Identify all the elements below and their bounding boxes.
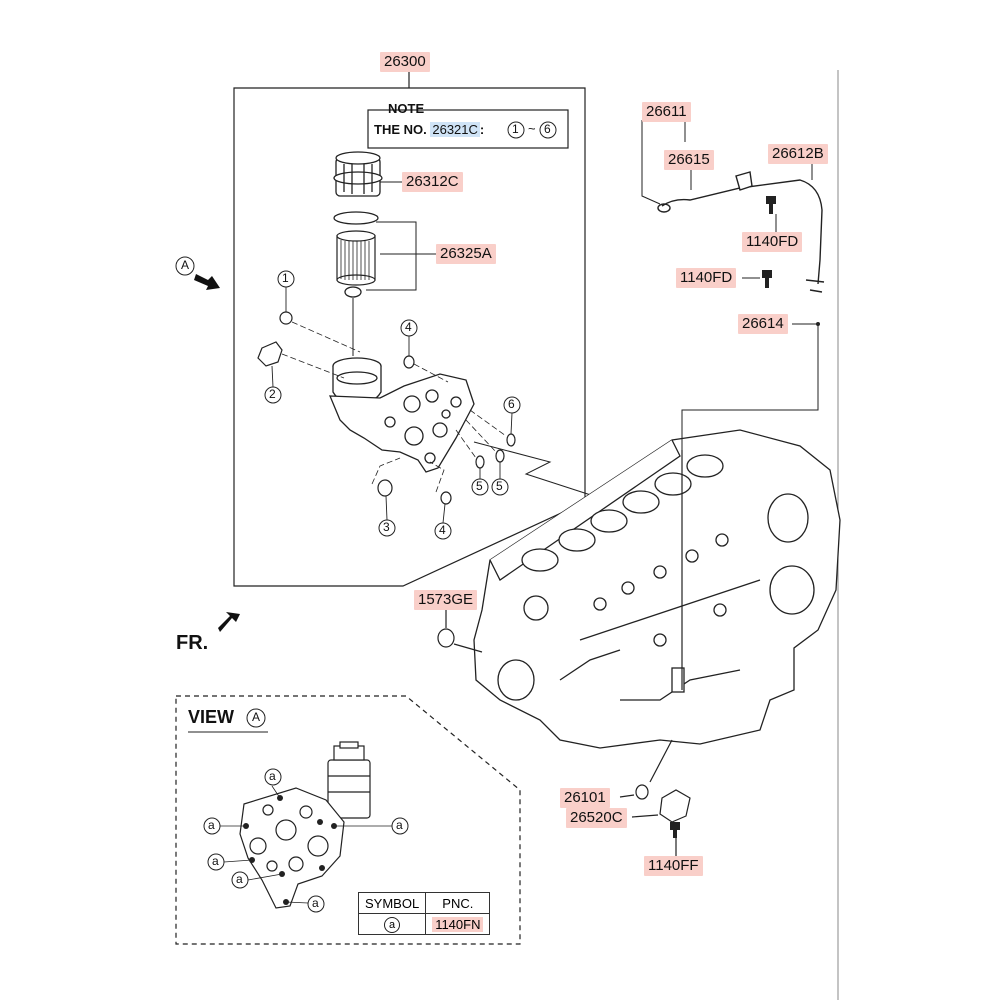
view-ref: A	[252, 710, 261, 724]
view-a-arrow-icon	[194, 274, 220, 290]
label-1140FD-top[interactable]: 1140FD	[742, 232, 803, 252]
note-prefix: THE NO.	[374, 122, 427, 137]
oring-5a-icon	[475, 455, 485, 469]
label-26325A[interactable]: 26325A	[436, 244, 496, 264]
bolt-pan-icon	[670, 822, 680, 838]
label-26611[interactable]: 26611	[642, 102, 691, 122]
plug-icon	[437, 628, 455, 648]
note-range-tilde: ~	[528, 121, 536, 136]
note-box	[367, 109, 569, 149]
note-range-end: 6	[544, 122, 551, 136]
note-text: THE NO. 26321C:	[374, 122, 484, 137]
filter-element-icon	[336, 230, 376, 286]
table-pnc-value[interactable]: 1140FN	[432, 916, 484, 932]
symbol-mark-4: a	[212, 854, 219, 868]
oring-pan-icon	[635, 784, 649, 800]
label-26615[interactable]: 26615	[664, 150, 714, 170]
symbol-mark-6: a	[312, 896, 319, 910]
note-part[interactable]: 26321C	[430, 122, 480, 137]
filter-housing-icon	[329, 357, 475, 473]
arrow-ref-letter: A	[181, 258, 190, 272]
callout-5b: 5	[496, 479, 503, 493]
pan-gasket-icon	[659, 789, 691, 823]
view-module-icon	[239, 741, 371, 909]
view-frame	[175, 695, 521, 945]
front-arrow-icon	[218, 612, 240, 632]
gasket-2-icon	[257, 341, 283, 367]
filter-cap-icon	[333, 151, 383, 197]
label-1140FF[interactable]: 1140FF	[644, 856, 703, 876]
front-label: FR.	[176, 632, 209, 654]
table-header-symbol: SYMBOL	[357, 892, 427, 914]
level-gauge-icon	[661, 179, 823, 285]
symbol-mark-2: a	[208, 818, 215, 832]
callout-2: 2	[269, 387, 276, 401]
callout-6: 6	[508, 397, 515, 411]
callout-4-bottom: 4	[439, 523, 446, 537]
bolt-icons	[762, 196, 820, 326]
symbol-mark-1: a	[269, 769, 276, 783]
oring-3-icon	[377, 479, 393, 497]
symbol-mark-3: a	[396, 818, 403, 832]
arrow-ref-circle	[175, 256, 195, 276]
label-26614[interactable]: 26614	[738, 314, 788, 334]
assembly-frame	[233, 87, 586, 587]
label-26520C[interactable]: 26520C	[566, 808, 627, 828]
note-range-start: 1	[512, 122, 519, 136]
engine-block-icon	[473, 429, 841, 749]
table-header-pnc: PNC.	[425, 892, 491, 914]
oring-4-top-icon	[403, 355, 415, 369]
note-title: NOTE	[388, 101, 425, 116]
label-26312C[interactable]: 26312C	[402, 172, 463, 192]
label-1140FD-bottom[interactable]: 1140FD	[676, 268, 737, 288]
callout-3: 3	[383, 520, 390, 534]
view-title: VIEW	[188, 707, 235, 727]
label-26101[interactable]: 26101	[560, 788, 610, 808]
cap-oring-icon	[333, 211, 379, 225]
callout-5a: 5	[476, 479, 483, 493]
table-cell-symbol: a	[357, 913, 427, 935]
oring-4-bottom-icon	[440, 491, 452, 505]
table-cell-pnc: 1140FN	[425, 913, 491, 935]
table-symbol-value: a	[384, 916, 401, 933]
symbol-mark-5: a	[236, 872, 243, 886]
callout-4-top: 4	[405, 320, 412, 334]
oring-1-icon	[279, 311, 293, 325]
oring-6-icon	[506, 433, 516, 447]
symbol-table: SYMBOL PNC. a 1140FN	[357, 892, 491, 935]
label-1573GE[interactable]: 1573GE	[414, 590, 478, 610]
callout-1: 1	[282, 271, 289, 285]
label-26300[interactable]: 26300	[380, 52, 430, 72]
label-26612B[interactable]: 26612B	[768, 144, 828, 164]
oring-5b-icon	[495, 449, 505, 463]
element-oring-icon	[344, 286, 362, 298]
note-range-sep: :	[479, 122, 485, 137]
